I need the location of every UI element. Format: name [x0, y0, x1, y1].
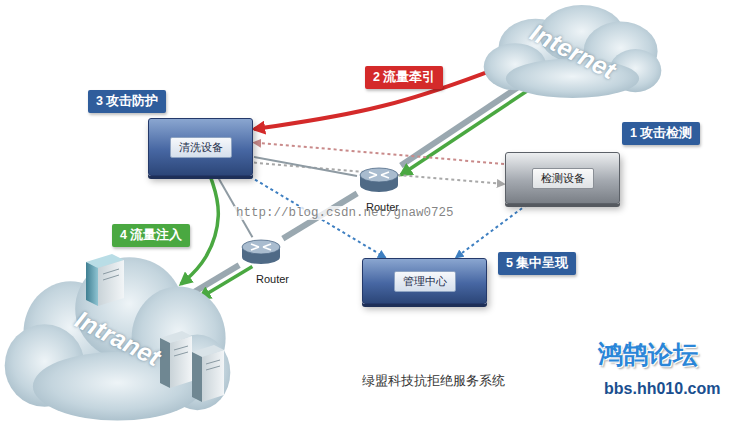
router-label: Router	[256, 273, 289, 285]
router-icon	[369, 172, 389, 178]
detection-device: 检测设备	[505, 152, 620, 204]
watermark: bbs.hh010.com	[604, 380, 720, 397]
diversion-arrow	[254, 67, 500, 129]
caption: 绿盟科技抗拒绝服务系统	[362, 372, 505, 390]
alert-link	[254, 143, 504, 164]
callout-number: 5 集中呈现	[506, 256, 568, 270]
management-center: 管理中心	[362, 258, 487, 304]
caption: 绿盟科技抗拒绝服务系统	[362, 373, 505, 388]
callout-number: 4 流量注入	[120, 228, 182, 242]
router-icon	[251, 244, 271, 250]
callout-number: 1 攻击检测	[622, 122, 700, 145]
node-label: 检测设备	[532, 168, 594, 189]
router-icon: Router	[358, 166, 400, 194]
server-tower	[192, 345, 224, 402]
callout-number: 5 集中呈现	[498, 252, 576, 275]
router-icon	[358, 166, 400, 194]
cleaning-device: 清洗设备	[148, 118, 253, 176]
callout-number: 3 攻击防护	[96, 94, 158, 108]
router-icon: Router	[240, 238, 282, 266]
server-tower	[86, 254, 124, 306]
device-link	[254, 157, 357, 176]
report-link	[456, 205, 527, 258]
traffic-arrow	[199, 267, 252, 299]
callout-number: 2 流量牵引	[373, 70, 435, 84]
watermark: 鸿鹄论坛	[598, 338, 698, 371]
watermark: 鸿鹄论坛	[598, 340, 698, 368]
watermark: bbs.hh010.com	[604, 380, 720, 398]
internet-cloud: Internet	[480, 2, 665, 100]
router-icon	[240, 238, 282, 266]
callout-number: 4 流量注入	[112, 224, 190, 247]
watermark: http://blog.csdn.net/gnaw0725	[234, 206, 456, 220]
callout-number: 3 攻击防护	[88, 90, 166, 113]
server-tower	[160, 331, 192, 388]
watermark: http://blog.csdn.net/gnaw0725	[236, 206, 454, 220]
router-caption: Router	[256, 269, 289, 287]
mirror-link	[254, 163, 504, 184]
callout-number: 1 攻击检测	[630, 126, 692, 140]
node-label: 清洗设备	[170, 137, 232, 158]
node-label: 管理中心	[394, 271, 456, 292]
callout-number: 2 流量牵引	[365, 66, 443, 89]
router-icon	[242, 240, 280, 254]
router-icon	[360, 168, 398, 182]
